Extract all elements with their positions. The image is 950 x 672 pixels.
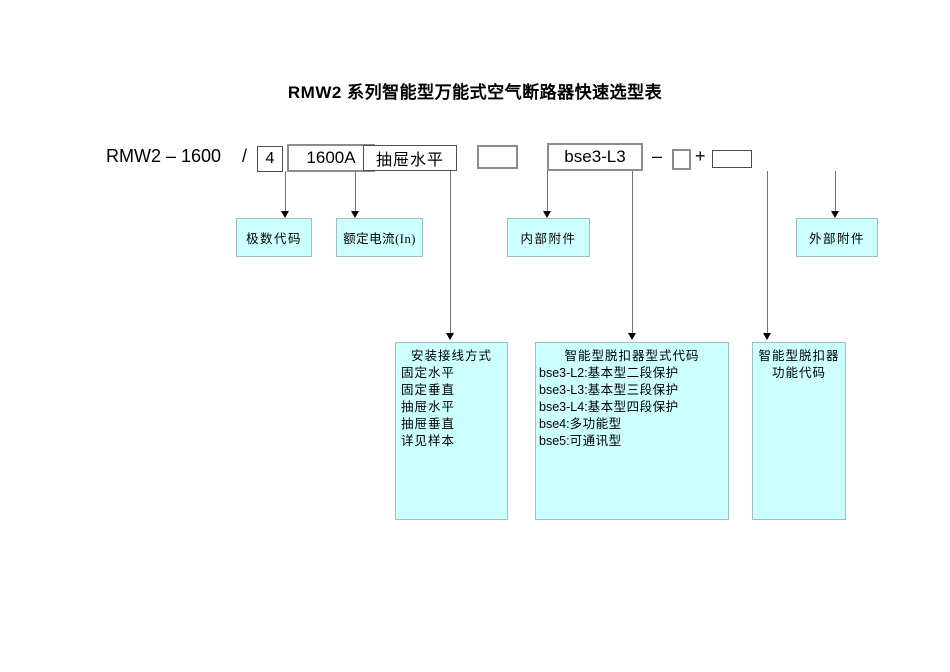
trip-type-item: bse3-L3:基本型三段保护 [539, 382, 725, 399]
trip-type-desc: 基本型三段保护 [587, 383, 679, 397]
arrowhead-down-icon [831, 211, 839, 218]
trip-type-separator: : [584, 366, 588, 380]
trip-type-desc: 基本型二段保护 [587, 366, 679, 380]
arrowhead-down-icon [281, 211, 289, 218]
trip-type-separator: : [566, 434, 570, 448]
trip-type-code: bse5 [539, 434, 567, 448]
arrowhead-down-icon [446, 333, 454, 340]
formula-pole-box: 4 [257, 146, 283, 172]
trip-func-box-line2: 功能代码 [771, 366, 826, 380]
connector-arrow-trip-func [763, 171, 771, 340]
page-title: RMW2 系列智能型万能式空气断路器快速选型表 [287, 83, 663, 102]
trip-type-code-box: 智能型脱扣器型式代码 bse3-L2:基本型二段保护 bse3-L3:基本型三段… [535, 342, 729, 520]
connector-arrow-current [351, 171, 359, 218]
trip-type-separator: : [584, 383, 588, 397]
trip-type-code: bse3-L3 [539, 383, 585, 397]
formula-model-text: RMW2 – 1600 [106, 146, 222, 166]
connector-arrow-trip-type [628, 171, 636, 340]
connector-arrow-internal [543, 171, 551, 218]
formula-plus: + [695, 146, 706, 166]
install-option: 固定垂直 [401, 383, 456, 397]
callout-pole-code: 极数代码 [236, 218, 312, 257]
formula-install-box: 抽屉水平 [363, 145, 457, 171]
trip-func-box-line1: 智能型脱扣器 [758, 349, 840, 363]
formula-trip-type-box: bse3-L3 [547, 143, 643, 171]
trip-type-item: bse3-L2:基本型二段保护 [539, 365, 725, 382]
install-wiring-box: 安装接线方式 固定水平 固定垂直 抽屉水平 抽屉垂直 详见样本 [395, 342, 508, 520]
install-option: 抽屉垂直 [401, 417, 456, 431]
callout-external-accessory: 外部附件 [796, 218, 878, 257]
trip-type-item: bse5:可通讯型 [539, 433, 725, 450]
trip-type-desc: 基本型四段保护 [587, 400, 679, 414]
arrowhead-down-icon [763, 333, 771, 340]
formula-dash: – [652, 146, 663, 166]
trip-type-separator: : [584, 400, 588, 414]
trip-type-code: bse3-L2 [539, 366, 585, 380]
install-box-title: 安装接线方式 [410, 349, 492, 363]
trip-type-desc: 多功能型 [569, 417, 622, 431]
trip-type-item: bse4:多功能型 [539, 416, 725, 433]
formula-internal-accessory-box [477, 145, 518, 169]
trip-type-item: bse3-L4:基本型四段保护 [539, 399, 725, 416]
connector-arrow-pole [281, 171, 289, 218]
formula-slash: / [242, 146, 248, 166]
formula-external-accessory-box [712, 150, 752, 168]
arrowhead-down-icon [628, 333, 636, 340]
install-option: 抽屉水平 [401, 400, 456, 414]
arrowhead-down-icon [543, 211, 551, 218]
trip-type-code: bse3-L4 [539, 400, 585, 414]
trip-func-code-box: 智能型脱扣器 功能代码 [752, 342, 846, 520]
arrowhead-down-icon [351, 211, 359, 218]
callout-internal-accessory: 内部附件 [507, 218, 590, 257]
formula-func-code-box [672, 149, 691, 170]
formula-current-box: 1600A [287, 144, 375, 172]
trip-type-separator: : [566, 417, 570, 431]
install-option: 详见样本 [401, 434, 456, 448]
connector-arrow-external [831, 171, 839, 218]
trip-type-box-title: 智能型脱扣器型式代码 [564, 349, 700, 363]
connector-arrow-install [446, 171, 454, 340]
trip-type-code: bse4 [539, 417, 567, 431]
callout-rated-current: 额定电流(In) [336, 218, 423, 257]
install-option: 固定水平 [401, 366, 456, 380]
trip-type-desc: 可通讯型 [569, 434, 622, 448]
